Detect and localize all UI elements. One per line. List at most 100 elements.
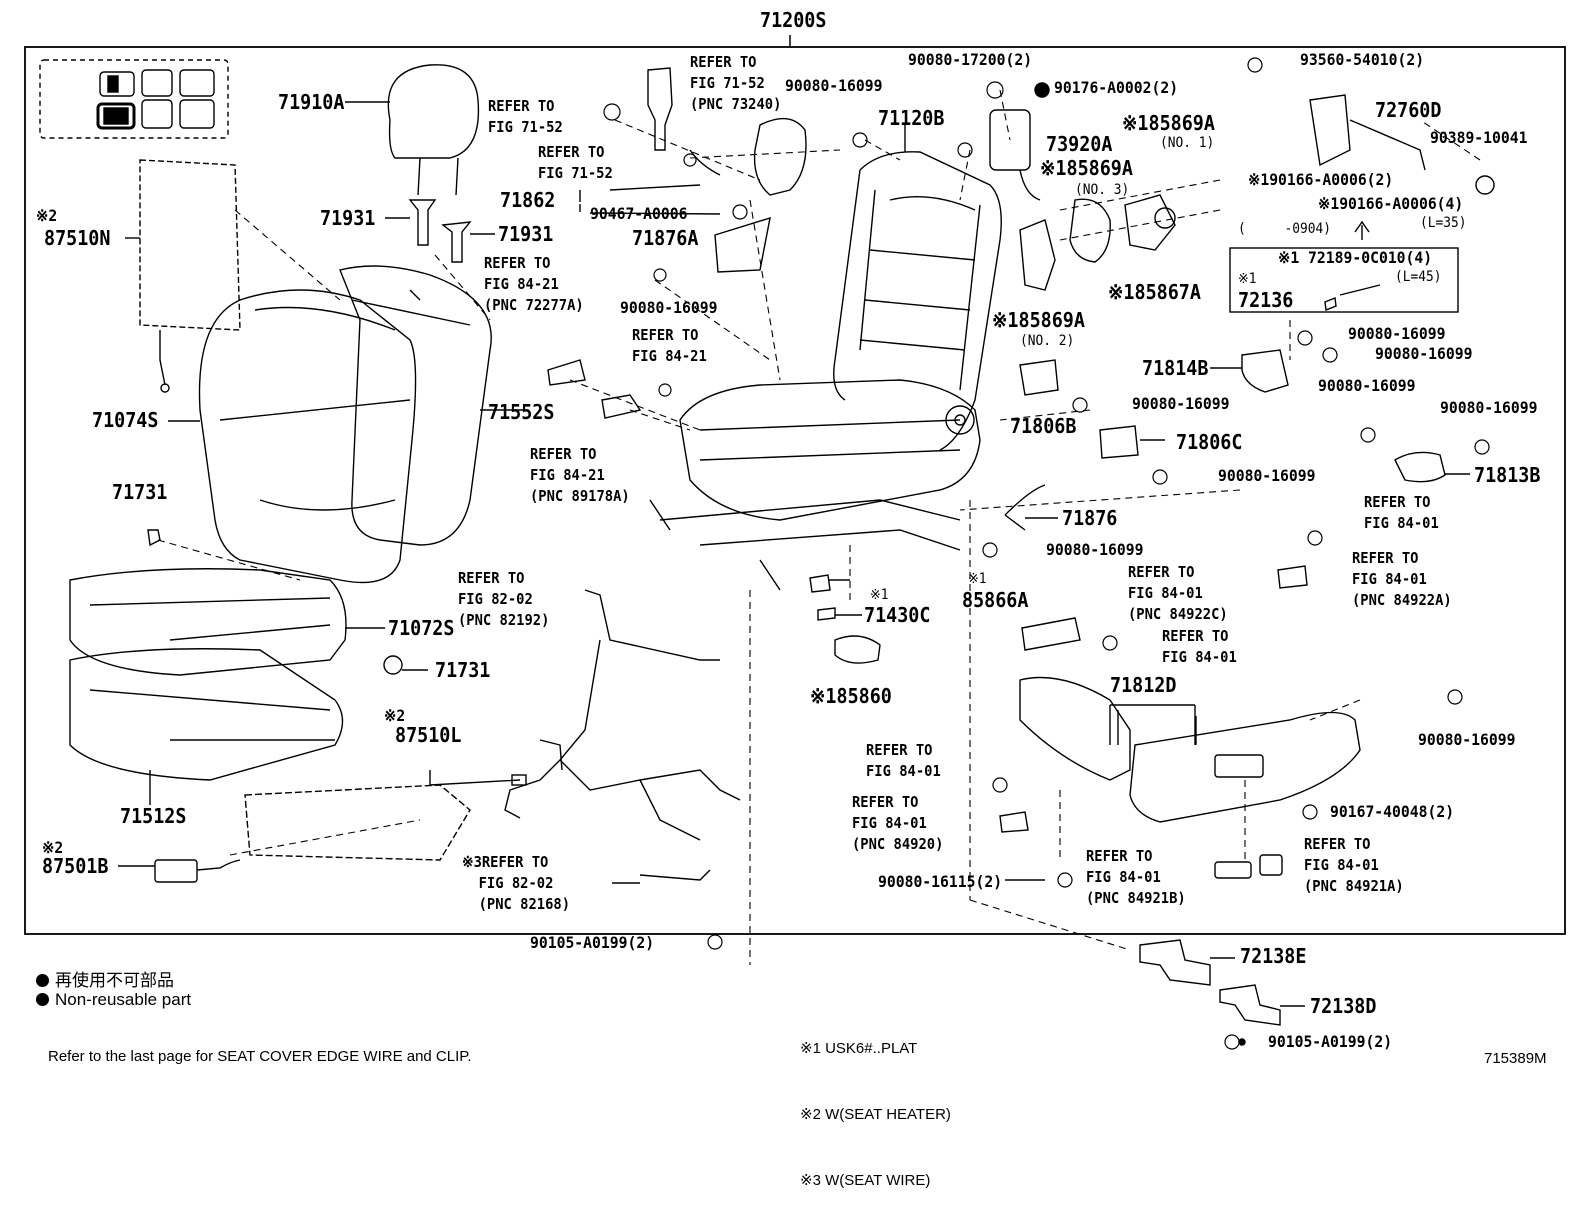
part-71806C: 71806C — [1176, 430, 1243, 454]
part-90080-16115: 90080-16115(2) — [878, 872, 1003, 891]
length-45: (L=45) — [1395, 269, 1442, 285]
legend-jp-text: 再使用不可部品 — [55, 971, 174, 990]
part-85867A: ※185867A — [1108, 280, 1201, 304]
refer-fig-84-01-b: REFER TO FIG 84-01 — [1162, 627, 1237, 666]
part-90176: 90176-A0002(2) — [1054, 78, 1179, 97]
part-85869A-2-no: (NO. 2) — [1020, 333, 1075, 349]
refer-fig-84-21-pnc72277A: REFER TO FIG 84-21 (PNC 72277A) — [484, 254, 584, 314]
part-71876: 71876 — [1062, 506, 1118, 530]
heater-mat-cushion — [244, 784, 471, 861]
part-90080-c: 90080-16099 — [1348, 324, 1446, 343]
part-90105-a: 90105-A0199(2) — [530, 933, 655, 952]
assembly-label: 71200S — [760, 8, 827, 32]
part-71812D: 71812D — [1110, 673, 1177, 697]
part-85869A-1: ※185869A — [1122, 111, 1215, 135]
part-93560: 93560-54010(2) — [1300, 50, 1425, 69]
date-range-0904: ( -0904) — [1238, 221, 1332, 237]
legend-en: Non-reusable part — [36, 990, 191, 1010]
footnote-2: ※2 W(SEAT HEATER) — [800, 1106, 951, 1123]
note-mark-71430C: ※1 — [870, 587, 889, 603]
part-90080-17200: 90080-17200(2) — [908, 50, 1033, 69]
part-85869A-1-no: (NO. 1) — [1160, 135, 1215, 151]
refer-fig-71-52-a: REFER TO FIG 71-52 — [488, 97, 563, 136]
part-85869A-2: ※185869A — [992, 308, 1085, 332]
part-72138E: 72138E — [1240, 944, 1307, 968]
part-90080-g: 90080-16099 — [1132, 394, 1230, 413]
part-71731-b: 71731 — [435, 658, 491, 682]
part-87501B: 87501B — [42, 854, 109, 878]
part-87510N: 87510N — [44, 226, 111, 250]
headrest-shape — [387, 64, 480, 196]
part-71931-b: 71931 — [498, 222, 554, 246]
part-71806B: 71806B — [1010, 414, 1077, 438]
part-72138D: 72138D — [1310, 994, 1377, 1018]
refer-fig-84-01-pnc84920: REFER TO FIG 84-01 (PNC 84920) — [852, 793, 944, 853]
part-90080-h: 90080-16099 — [1218, 466, 1316, 485]
detail-box-72136 — [1229, 247, 1459, 313]
part-90080-b: 90080-16099 — [785, 76, 883, 95]
refer-fig-82-02-pnc82168: ※3REFER TO FIG 82-02 (PNC 82168) — [462, 853, 571, 913]
part-85866A: 85866A — [962, 588, 1029, 612]
part-71074S: 71074S — [92, 408, 159, 432]
bolt-markers — [603, 57, 1490, 1050]
wire-harness — [504, 589, 741, 841]
part-71731-a: 71731 — [112, 480, 168, 504]
seat-frame — [649, 151, 1002, 591]
part-90080-e: 90080-16099 — [1318, 376, 1416, 395]
refer-fig-84-21: REFER TO FIG 84-21 — [632, 326, 707, 365]
part-85869A-3: ※185869A — [1040, 156, 1133, 180]
part-90105-b: 90105-A0199(2) — [1268, 1032, 1393, 1051]
refer-fig-84-01-pnc84922C: REFER TO FIG 84-01 (PNC 84922C) — [1128, 563, 1228, 623]
legend-en-text: Non-reusable part — [55, 990, 192, 1009]
diagram-code: 715389M — [1484, 1050, 1547, 1067]
legend-jp: 再使用不可部品 — [36, 966, 174, 991]
note-mark-87510N: ※2 — [36, 206, 58, 225]
footnote-1: ※1 USK6#..PLAT — [800, 1040, 918, 1057]
seatback-pad — [339, 265, 492, 546]
cushion-cover — [69, 568, 347, 676]
refer-fig-71-52-b: REFER TO FIG 71-52 — [538, 143, 613, 182]
part-72760D: 72760D — [1375, 98, 1442, 122]
part-71876A: 71876A — [632, 226, 699, 250]
heater-mat-back — [139, 159, 241, 331]
part-72189: ※1 72189-0C010(4) — [1278, 248, 1433, 267]
diagram-frame — [24, 46, 1566, 935]
non-reusable-dot-icon — [36, 974, 49, 987]
part-71072S: 71072S — [388, 616, 455, 640]
cushion-pad — [69, 648, 344, 781]
part-90080-a: 90080-16099 — [620, 298, 718, 317]
part-71931-a: 71931 — [320, 206, 376, 230]
refer-fig-84-01-pnc84922A: REFER TO FIG 84-01 (PNC 84922A) — [1352, 549, 1452, 609]
part-73920A: 73920A — [1046, 132, 1113, 156]
side-cover-outer — [1129, 711, 1361, 823]
footer-note: Refer to the last page for SEAT COVER ED… — [48, 1048, 472, 1065]
note-mark-87510L: ※2 — [384, 706, 406, 725]
part-71862: 71862 — [500, 188, 556, 212]
refer-fig-84-01-pnc84921A: REFER TO FIG 84-01 (PNC 84921A) — [1304, 835, 1404, 895]
length-35: (L=35) — [1420, 215, 1467, 231]
part-90167: 90167-40048(2) — [1330, 802, 1455, 821]
footnotes: ※1 USK6#..PLAT ※2 W(SEAT HEATER) ※3 W(SE… — [800, 994, 951, 1214]
part-71552S: 71552S — [488, 400, 555, 424]
side-cover — [1019, 676, 1131, 781]
part-71430C: 71430C — [864, 603, 931, 627]
part-90080-f: 90080-16099 — [1440, 398, 1538, 417]
part-90080-j: 90080-16099 — [1418, 730, 1516, 749]
seat-position-icon — [39, 59, 229, 139]
refer-fig-82-02-pnc82192: REFER TO FIG 82-02 (PNC 82192) — [458, 569, 550, 629]
part-90080-i: 90080-16099 — [1046, 540, 1144, 559]
part-71813B: 71813B — [1474, 463, 1541, 487]
refer-fig-84-01-c: REFER TO FIG 84-01 — [866, 741, 941, 780]
refer-fig-84-01-pnc84921B: REFER TO FIG 84-01 (PNC 84921B) — [1086, 847, 1186, 907]
part-71814B: 71814B — [1142, 356, 1209, 380]
part-90467: 90467-A0006 — [590, 204, 688, 223]
refer-fig-71-52-pnc73240: REFER TO FIG 71-52 (PNC 73240) — [690, 53, 782, 113]
part-90166-a: ※190166-A0006(2) — [1248, 170, 1394, 189]
note-mark-72136: ※1 — [1238, 271, 1257, 287]
non-reusable-dot-icon — [36, 993, 49, 1006]
part-72136: 72136 — [1238, 288, 1294, 312]
part-85869A-3-no: (NO. 3) — [1075, 182, 1130, 198]
part-71120B: 71120B — [878, 106, 945, 130]
part-71512S: 71512S — [120, 804, 187, 828]
seatback-cover — [198, 289, 417, 584]
